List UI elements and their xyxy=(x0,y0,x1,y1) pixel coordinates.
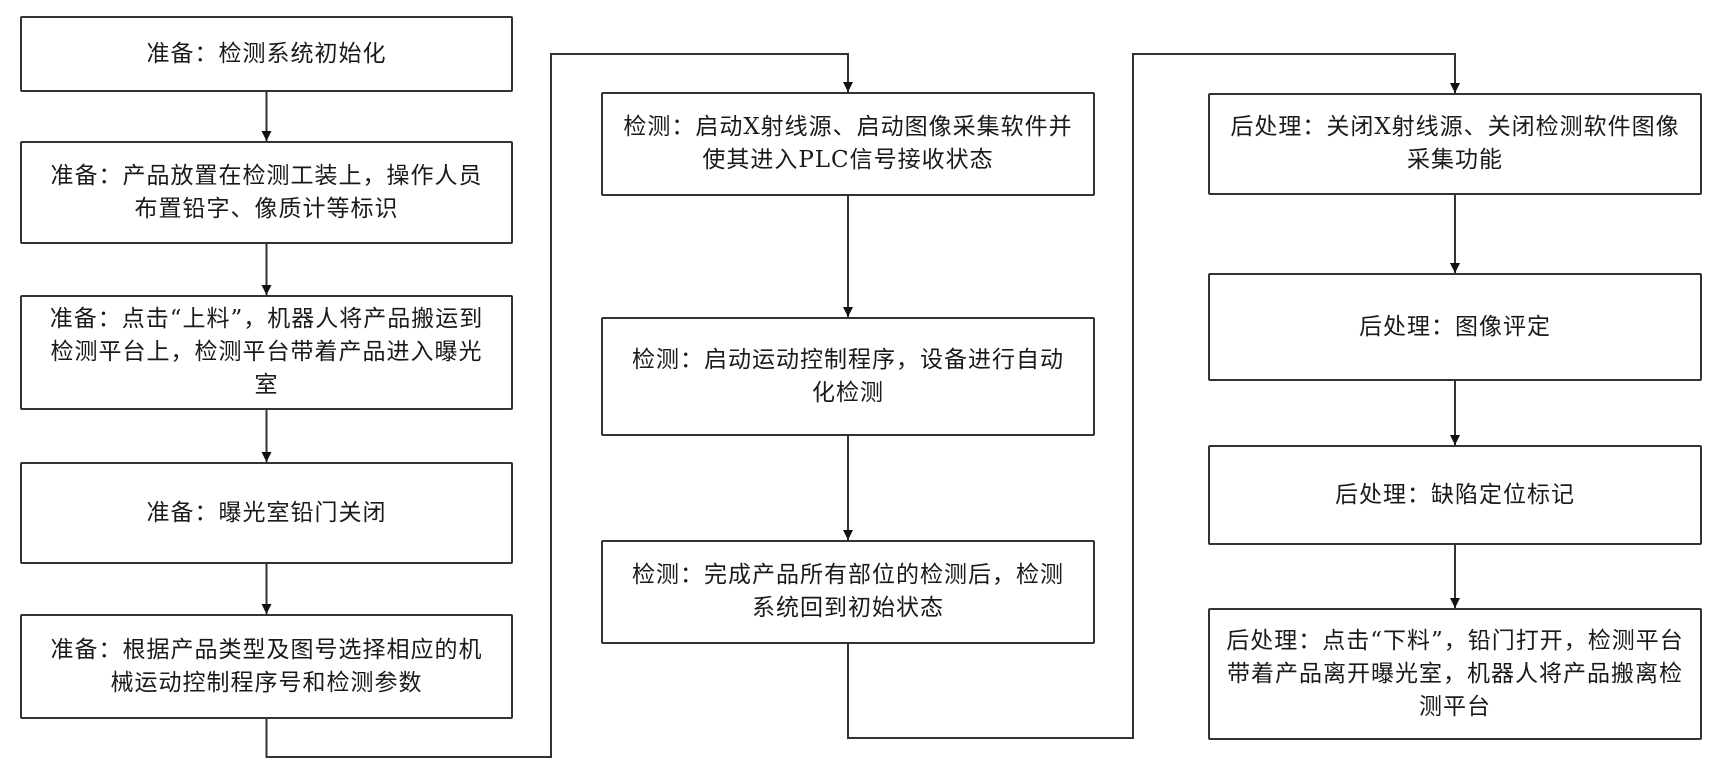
step-box-prep-3: 准备：点击“上料”，机器人将产品搬运到检测平台上，检测平台带着产品进入曝光室 xyxy=(20,295,513,410)
step-box-prep-5: 准备：根据产品类型及图号选择相应的机械运动控制程序号和检测参数 xyxy=(20,614,513,719)
step-text: 检测：完成产品所有部位的检测后，检测系统回到初始状态 xyxy=(632,562,1064,621)
step-box-prep-1: 准备：检测系统初始化 xyxy=(20,16,513,92)
step-text: 后处理：缺陷定位标记 xyxy=(1335,481,1575,508)
arrow-connector-prep-5-to-insp-1 xyxy=(265,53,853,758)
step-text: 准备：点击“上料”，机器人将产品搬运到检测平台上，检测平台带着产品进入曝光室 xyxy=(49,306,484,398)
step-text: 准备：根据产品类型及图号选择相应的机械运动控制程序号和检测参数 xyxy=(50,636,483,696)
step-text: 后处理：图像评定 xyxy=(1359,313,1551,340)
step-text: 准备：检测系统初始化 xyxy=(146,40,387,67)
step-text: 检测：启动运动控制程序，设备进行自动化检测 xyxy=(632,346,1064,406)
step-box-post-2: 后处理：图像评定 xyxy=(1208,273,1702,381)
step-box-post-4: 后处理：点击“下料”，铅门打开，检测平台带着产品离开曝光室，机器人将产品搬离检测… xyxy=(1208,608,1702,740)
step-text: 准备：曝光室铅门关闭 xyxy=(146,499,387,526)
step-text: 后处理：关闭X射线源、关闭检测软件图像采集功能 xyxy=(1230,114,1680,173)
step-box-prep-4: 准备：曝光室铅门关闭 xyxy=(20,462,513,564)
step-text: 准备：产品放置在检测工装上，操作人员布置铅字、像质计等标识 xyxy=(50,162,483,222)
arrow-connector-insp-3-to-post-1 xyxy=(847,53,1460,739)
step-box-insp-2: 检测：启动运动控制程序，设备进行自动化检测 xyxy=(601,317,1095,436)
step-box-prep-2: 准备：产品放置在检测工装上，操作人员布置铅字、像质计等标识 xyxy=(20,141,513,244)
step-box-insp-3: 检测：完成产品所有部位的检测后，检测系统回到初始状态 xyxy=(601,540,1095,644)
step-text: 后处理：点击“下料”，铅门打开，检测平台带着产品离开曝光室，机器人将产品搬离检测… xyxy=(1226,627,1684,720)
step-box-post-1: 后处理：关闭X射线源、关闭检测软件图像采集功能 xyxy=(1208,93,1702,195)
step-box-insp-1: 检测：启动X射线源、启动图像采集软件并使其进入PLC信号接收状态 xyxy=(601,92,1095,196)
step-text: 检测：启动X射线源、启动图像采集软件并使其进入PLC信号接收状态 xyxy=(623,114,1073,173)
step-box-post-3: 后处理：缺陷定位标记 xyxy=(1208,445,1702,545)
